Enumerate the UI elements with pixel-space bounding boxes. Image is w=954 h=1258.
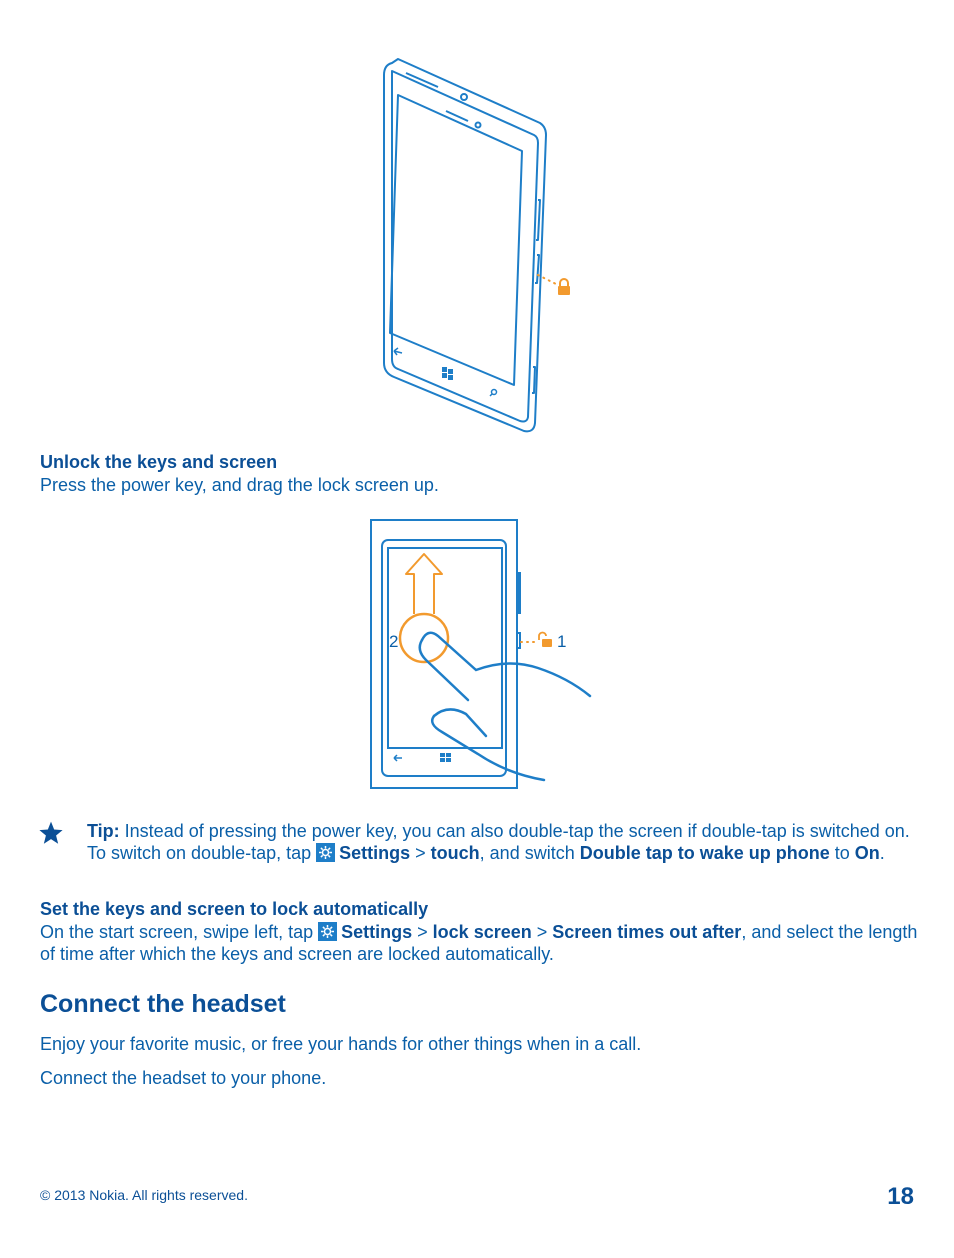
copyright: © 2013 Nokia. All rights reserved. <box>40 1187 248 1203</box>
page-number: 18 <box>887 1183 914 1210</box>
unlock-heading: Unlock the keys and screen <box>40 452 278 472</box>
search-icon <box>489 388 498 397</box>
headset-paragraph-2: Connect the headset to your phone. <box>40 1068 327 1088</box>
settings-icon <box>318 922 338 941</box>
auto-lock-instructions: On the start screen, swipe left, tap Set… <box>40 922 918 964</box>
star-icon <box>39 821 63 844</box>
windows-icon <box>442 367 453 380</box>
connect-headset-heading: Connect the headset <box>40 990 286 1018</box>
settings-icon <box>316 843 336 862</box>
headset-paragraph-1: Enjoy your favorite music, or free your … <box>40 1034 642 1054</box>
phone-side-illustration <box>383 58 570 433</box>
unlock-icon <box>538 631 552 647</box>
step-label-2: 2 <box>389 632 399 651</box>
unlock-instructions: Press the power key, and drag the lock s… <box>40 475 439 495</box>
lock-icon <box>558 278 570 295</box>
tip-label: Tip: <box>87 821 120 841</box>
unlock-swipe-illustration <box>370 519 592 789</box>
back-icon <box>393 754 402 762</box>
back-icon <box>393 347 403 356</box>
auto-lock-heading: Set the keys and screen to lock automati… <box>40 899 429 919</box>
step-label-1: 1 <box>557 632 567 651</box>
tip-paragraph: Tip: Instead of pressing the power key, … <box>87 821 910 863</box>
windows-icon <box>440 753 451 762</box>
